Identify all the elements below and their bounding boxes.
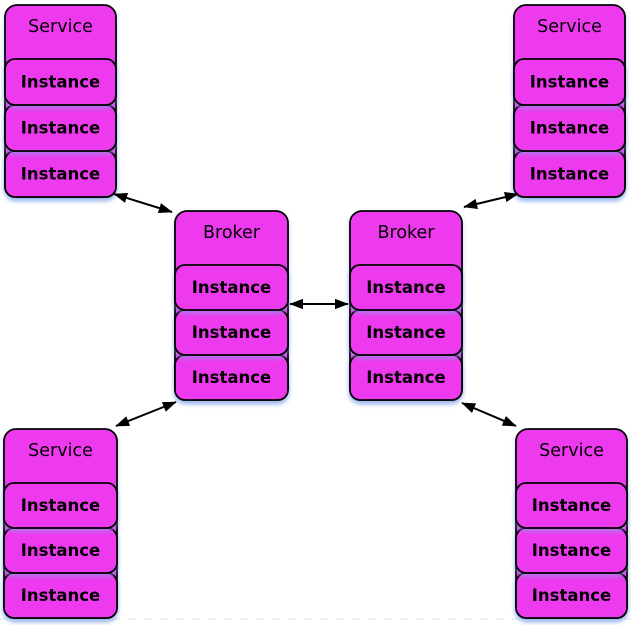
instance-label: Instance bbox=[366, 368, 445, 387]
node-title: Service bbox=[539, 441, 604, 461]
instance-box bbox=[174, 264, 289, 311]
instance-label: Instance bbox=[21, 586, 100, 605]
edge-broker-right-service-bottom-right bbox=[461, 402, 517, 427]
instance-box bbox=[4, 58, 117, 106]
node-service-bottom-left: Service Instance Instance Instance bbox=[3, 428, 118, 619]
instance-label: Instance bbox=[21, 119, 100, 138]
instance-label: Instance bbox=[530, 73, 609, 92]
instance-box bbox=[515, 482, 628, 529]
instance-label: Instance bbox=[366, 278, 445, 297]
node-title: Broker bbox=[378, 223, 436, 243]
instance-label: Instance bbox=[21, 165, 100, 184]
instance-label: Instance bbox=[530, 119, 609, 138]
instance-label: Instance bbox=[21, 541, 100, 560]
instance-label: Instance bbox=[532, 496, 611, 515]
edge-service-bottom-left-broker-left bbox=[115, 401, 177, 427]
instance-label: Instance bbox=[366, 323, 445, 342]
instance-label: Instance bbox=[192, 278, 271, 297]
edge-broker-right-service-top-right bbox=[463, 192, 519, 209]
instance-label: Instance bbox=[192, 368, 271, 387]
node-broker-left: Broker Instance Instance Instance bbox=[174, 210, 289, 401]
node-service-top-left: Service Instance Instance Instance bbox=[4, 4, 117, 198]
edge-service-top-left-broker-left bbox=[113, 192, 173, 214]
node-title: Service bbox=[28, 17, 93, 37]
instance-box bbox=[349, 264, 463, 311]
instance-label: Instance bbox=[532, 586, 611, 605]
instance-label: Instance bbox=[192, 323, 271, 342]
instance-label: Instance bbox=[21, 496, 100, 515]
node-title: Service bbox=[537, 17, 602, 37]
edges bbox=[113, 192, 519, 427]
instance-label: Instance bbox=[532, 541, 611, 560]
instance-label: Instance bbox=[530, 165, 609, 184]
node-service-top-right: Service Instance Instance Instance bbox=[513, 4, 626, 198]
node-title: Broker bbox=[203, 223, 261, 243]
instance-box bbox=[513, 58, 626, 106]
instance-box bbox=[3, 482, 118, 529]
instance-label: Instance bbox=[21, 73, 100, 92]
node-service-bottom-right: Service Instance Instance Instance bbox=[515, 428, 628, 619]
node-broker-right: Broker Instance Instance Instance bbox=[349, 210, 463, 401]
node-title: Service bbox=[28, 441, 93, 461]
